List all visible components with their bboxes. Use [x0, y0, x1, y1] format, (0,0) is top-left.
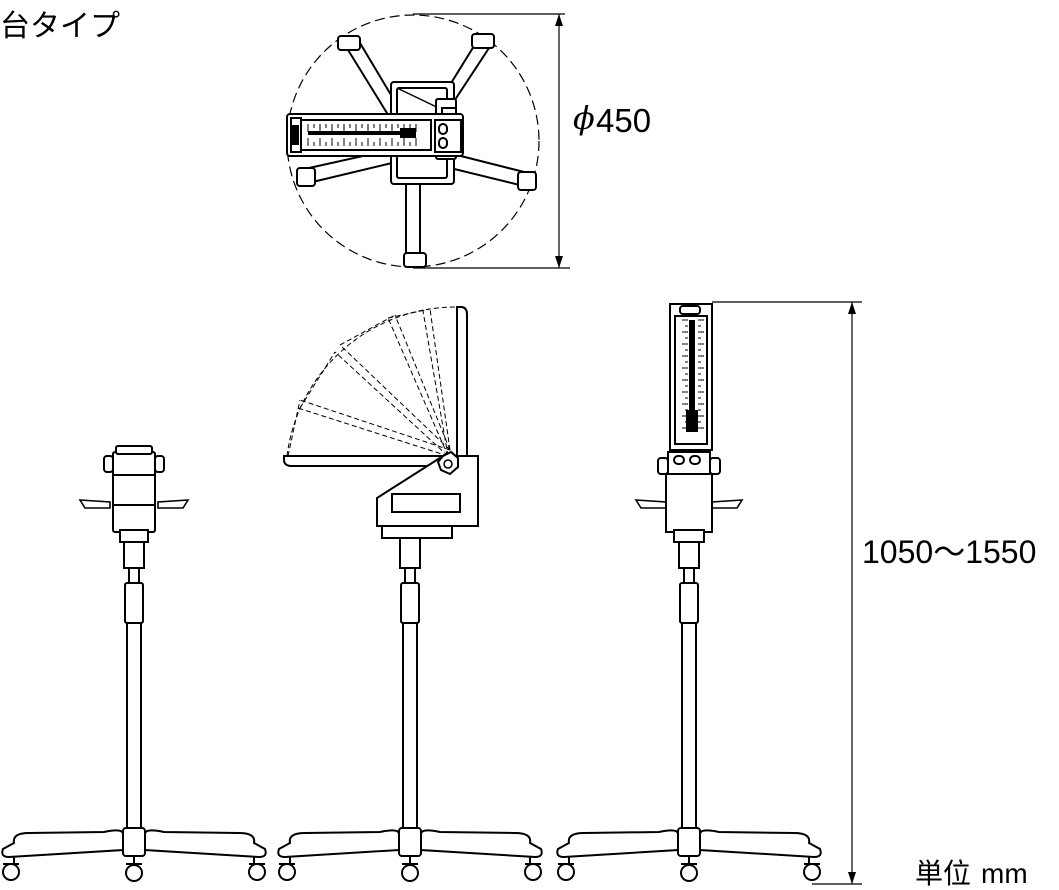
diameter-symbol: ϕ [573, 99, 595, 137]
side-view-left [1, 445, 267, 882]
side-view-middle [277, 306, 543, 882]
diameter-value: 450 [596, 102, 652, 139]
top-view [286, 13, 570, 269]
side-view-right [556, 301, 862, 885]
units-note: 単位 mm [915, 860, 1028, 888]
page-title: 台タイプ [0, 9, 120, 44]
height-range-label: 1050～1550 [862, 534, 1037, 570]
units-label: 単位 [915, 857, 972, 890]
units-value: mm [981, 858, 1028, 889]
